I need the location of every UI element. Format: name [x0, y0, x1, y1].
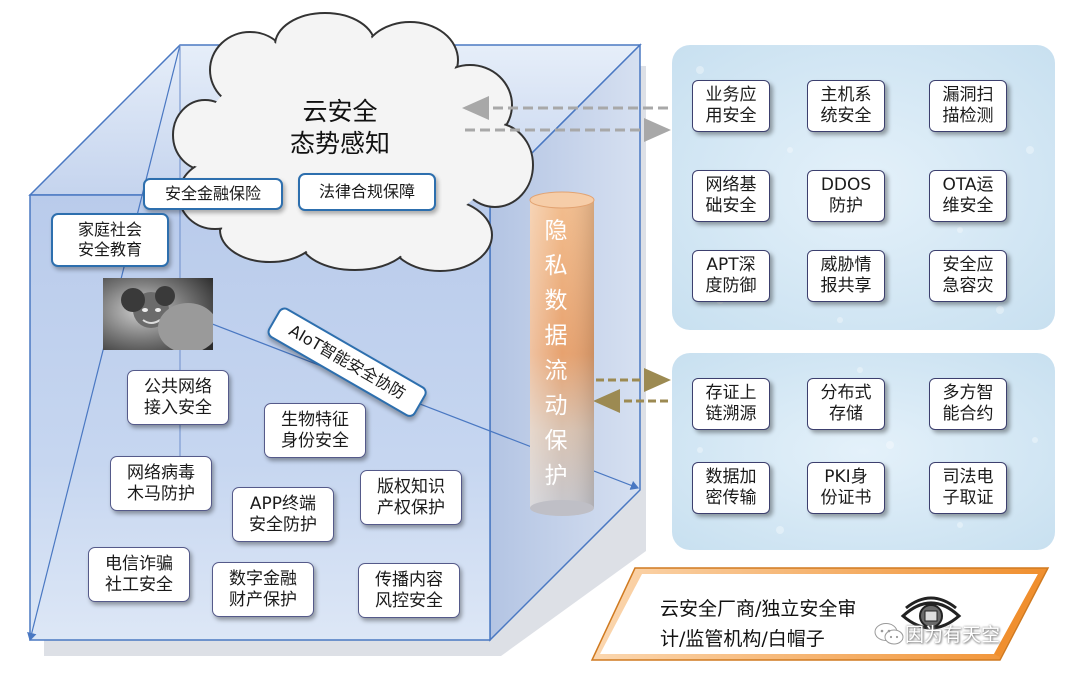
cube-item-biometric: 生物特征 身份安全 [264, 403, 366, 458]
eye-icon [900, 596, 962, 630]
cube-item-telecom-fraud: 电信诈骗 社工安全 [88, 547, 190, 602]
bottom-item: 分布式 存储 [807, 378, 885, 430]
bottom-item: 存证上 链溯源 [692, 378, 770, 430]
cube-item-content-risk: 传播内容 风控安全 [358, 563, 460, 618]
cube-item-virus: 网络病毒 木马防护 [110, 456, 212, 511]
bottom-item: 数据加 密传输 [692, 462, 770, 514]
legal-compliance-label: 法律合规保障 [298, 173, 436, 211]
pillar-text: 隐私数据流动保护 [544, 218, 568, 489]
watermark-text: 因为有天空 [905, 624, 1001, 646]
top-item: 网络基 础安全 [692, 170, 770, 222]
wechat-icon [874, 623, 904, 645]
footer-text: 云安全厂商/独立安全审 计/监管机构/白帽子 [660, 598, 857, 650]
top-item: 威胁情 报共享 [807, 250, 885, 302]
cube-item-app-terminal: APP终端 安全防护 [232, 487, 334, 542]
top-item: 漏洞扫 描检测 [929, 80, 1007, 132]
cube-item-copyright: 版权知识 产权保护 [360, 470, 462, 525]
cube-item-digital-finance: 数字金融 财产保护 [212, 562, 314, 617]
top-item: OTA运 维安全 [929, 170, 1007, 222]
top-item: 安全应 急容灾 [929, 250, 1007, 302]
child-photo [103, 278, 213, 350]
finance-insurance-label: 安全金融保险 [143, 178, 283, 210]
top-item: DDOS 防护 [807, 170, 885, 222]
bottom-item: PKI身 份证书 [807, 462, 885, 514]
privacy-pillar [529, 191, 595, 516]
top-item: APT深 度防御 [692, 250, 770, 302]
cube-item-public-network: 公共网络 接入安全 [127, 370, 229, 425]
top-item: 业务应 用安全 [692, 80, 770, 132]
bottom-item: 司法电 子取证 [929, 462, 1007, 514]
family-education-label: 家庭社会 安全教育 [51, 213, 169, 267]
bottom-item: 多方智 能合约 [929, 378, 1007, 430]
top-item: 主机系 统安全 [807, 80, 885, 132]
cloud-title: 云安全 态势感知 [289, 97, 390, 158]
